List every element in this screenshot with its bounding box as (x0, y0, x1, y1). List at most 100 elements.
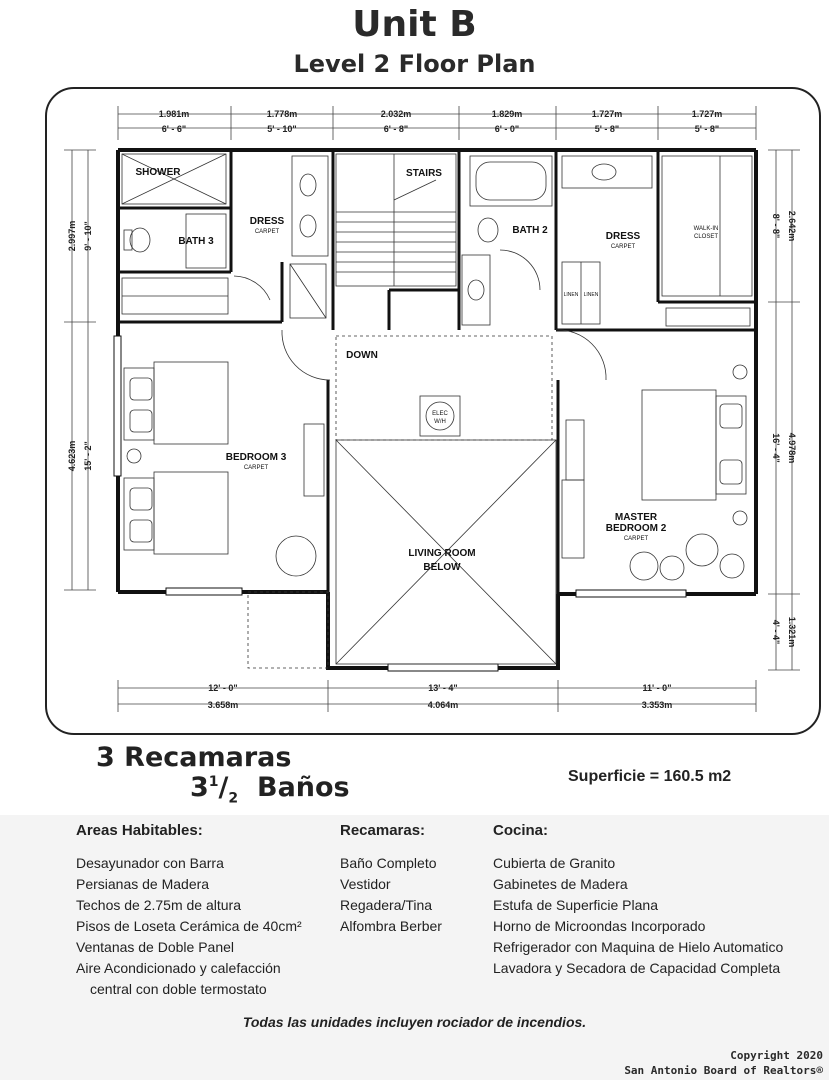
label-wh: W/H (434, 419, 446, 425)
bottom-dim-imperial-3: 11' - 0" (643, 683, 672, 693)
list-item: Desayunador con Barra (76, 855, 224, 871)
label-carpet-left: CARPET (255, 229, 280, 235)
label-dress-left: DRESS (250, 216, 285, 227)
label-carpet-bedroom3: CARPET (244, 465, 269, 471)
master-bedroom-furniture (561, 364, 748, 581)
label-bath2: BATH 2 (512, 225, 548, 236)
left-dim-imperial-2: 15' - 2" (83, 441, 93, 470)
list-item: Vestidor (340, 876, 391, 892)
label-elec: ELEC (432, 411, 448, 417)
page-subtitle: Level 2 Floor Plan (293, 50, 536, 78)
top-dim-imperial-6: 5' - 8" (695, 124, 719, 134)
right-dim-metric-3: 1.321m (787, 617, 797, 648)
list-item: Aire Acondicionado y calefacción (76, 960, 281, 976)
shower (121, 153, 227, 205)
list-item: Persianas de Madera (76, 876, 210, 892)
label-closet: CLOSET (694, 234, 718, 240)
bottom-dim-metric-2: 4.064m (428, 700, 459, 710)
left-dimensions (64, 149, 96, 591)
list-item: Cubierta de Granito (493, 855, 616, 871)
stone-background (0, 815, 829, 1080)
top-dim-imperial-2: 5' - 10" (267, 124, 296, 134)
master-dress-fixtures (561, 155, 753, 327)
left-dim-imperial-1: 9' - 10" (83, 221, 93, 250)
label-living-room: LIVING ROOM (408, 548, 475, 559)
label-down: DOWN (346, 350, 378, 361)
list-item: Refrigerador con Maquina de Hielo Automa… (493, 939, 784, 955)
bath-fraction-numerator: 1 (208, 774, 219, 790)
top-dim-metric-1: 1.981m (159, 109, 190, 119)
top-dim-imperial-4: 6' - 0" (495, 124, 519, 134)
left-dim-metric-1: 2.997m (67, 221, 77, 252)
right-dim-imperial-2: 16' - 4" (771, 433, 781, 462)
bath-count: 31/2 Baños (190, 772, 350, 807)
closet-left (121, 277, 229, 315)
list-item: Techos de 2.75m de altura (76, 897, 241, 913)
copyright-owner: San Antonio Board of Realtors® (624, 1064, 823, 1077)
top-dim-metric-5: 1.727m (592, 109, 623, 119)
features-areas-heading: Areas Habitables: (76, 822, 203, 839)
bath3-fixtures (123, 213, 227, 269)
top-dim-metric-2: 1.778m (267, 109, 298, 119)
list-item: Lavadora y Secadora de Capacidad Complet… (493, 960, 781, 976)
label-master-bedroom: BEDROOM 2 (606, 523, 667, 534)
label-carpet-dress-right: CARPET (611, 244, 636, 250)
bottom-dimensions (117, 680, 757, 712)
top-dimensions (117, 106, 757, 140)
top-dim-imperial-3: 6' - 8" (384, 124, 408, 134)
list-item: Gabinetes de Madera (493, 876, 628, 892)
right-dim-metric-2: 4.978m (787, 433, 797, 464)
doors (233, 249, 607, 381)
right-dim-imperial-3: 4' - 4" (771, 620, 781, 644)
bedroom-count: 3 Recamaras (96, 742, 292, 773)
bath2-fixtures (461, 155, 601, 326)
sprinkler-note: Todas las unidades incluyen rociador de … (242, 1014, 587, 1030)
label-stairs: STAIRS (406, 168, 442, 179)
stairs (335, 153, 457, 287)
copyright-year: Copyright 2020 (730, 1049, 823, 1062)
list-item: Pisos de Loseta Cerámica de 40cm² (76, 918, 302, 934)
right-dim-imperial-1: 8' - 8" (771, 214, 781, 238)
bath-count-whole: 3 (190, 772, 209, 803)
label-bedroom3: BEDROOM 3 (226, 452, 287, 463)
label-below: BELOW (423, 562, 461, 573)
list-item: Estufa de Superficie Plana (493, 897, 658, 913)
vanity-left (289, 155, 329, 319)
right-dim-metric-1: 2.642m (787, 211, 797, 242)
features-areas: Areas Habitables: Desayunador con Barra … (76, 822, 302, 1000)
bath-count-word: Baños (256, 772, 350, 803)
bottom-dim-imperial-2: 13' - 4" (428, 683, 457, 693)
floor-plan: 1.981m 1.778m 2.032m 1.829m 1.727m 1.727… (45, 87, 821, 735)
top-dim-imperial-1: 6' - 6" (162, 124, 186, 134)
list-item: Alfombra Berber (340, 918, 442, 934)
features-recamaras-heading: Recamaras: (340, 822, 426, 839)
bath-fraction-denominator: 2 (228, 790, 239, 807)
bedroom3-furniture (123, 361, 325, 577)
bottom-dim-metric-1: 3.658m (208, 700, 239, 710)
top-dim-metric-4: 1.829m (492, 109, 523, 119)
label-linen-2: LINEN (584, 292, 599, 298)
total-area: Superficie = 160.5 m2 (568, 768, 732, 785)
list-item: Ventanas de Doble Panel (76, 939, 235, 955)
windows (113, 335, 687, 672)
list-item: Regadera/Tina (340, 897, 433, 913)
features-cocina: Cocina: Cubierta de Granito Gabinetes de… (493, 822, 783, 979)
bottom-dim-imperial-1: 12' - 0" (208, 683, 237, 693)
top-dim-imperial-5: 5' - 8" (595, 124, 619, 134)
label-walk-in: WALK-IN (694, 226, 719, 232)
list-item: Horno de Microondas Incorporado (493, 918, 706, 934)
label-linen-1: LINEN (564, 292, 579, 298)
copyright: Copyright 2020 San Antonio Board of Real… (624, 1048, 823, 1078)
label-dress-right: DRESS (606, 231, 641, 242)
left-dim-metric-2: 4.623m (67, 441, 77, 472)
label-master: MASTER (615, 512, 658, 523)
features-recamaras: Recamaras: Baño Completo Vestidor Regade… (340, 822, 442, 937)
list-item: Baño Completo (340, 855, 437, 871)
page-title: Unit B (352, 4, 477, 45)
list-item: central con doble termostato (90, 981, 267, 997)
top-dim-metric-6: 1.727m (692, 109, 723, 119)
top-dim-metric-3: 2.032m (381, 109, 412, 119)
right-dimensions (768, 149, 800, 671)
features-cocina-heading: Cocina: (493, 822, 549, 839)
label-shower: SHOWER (136, 167, 182, 178)
